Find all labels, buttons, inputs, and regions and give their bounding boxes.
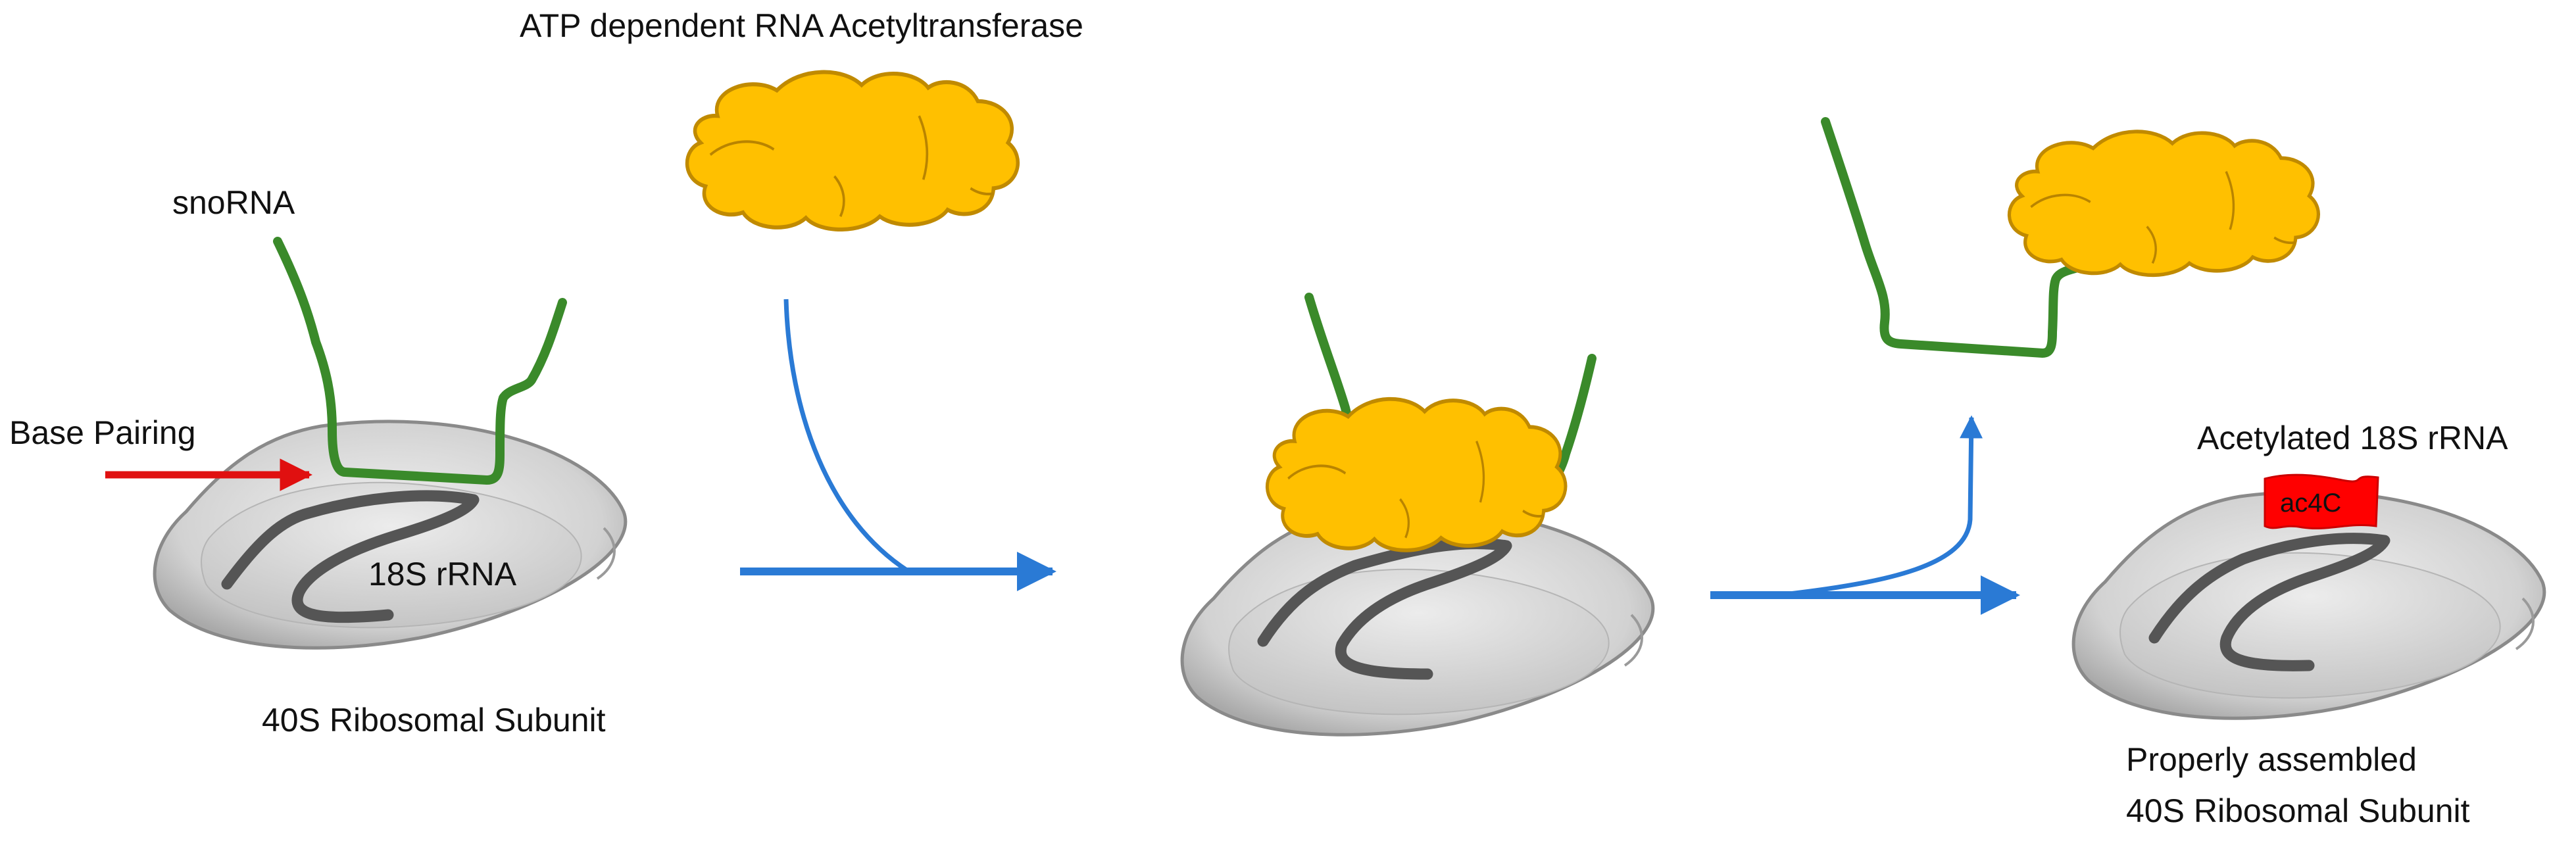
snorna-strand-icon (273, 237, 567, 485)
snorna-label: snoRNA (172, 184, 295, 221)
enzyme-label: ATP dependent RNA Acetyltransferase (520, 7, 1083, 44)
released-complex (1821, 117, 2318, 358)
subunit-label: 40S Ribosomal Subunit (262, 702, 606, 738)
free-enzyme: ATP dependent RNA Acetyltransferase (520, 7, 1083, 230)
panel-2 (1182, 293, 1653, 735)
rrna-18s-strand (221, 490, 480, 623)
acetyltransferase-enzyme-icon (1267, 399, 1566, 550)
enzyme-join-curve (783, 299, 909, 573)
snorna-strand-icon (1821, 117, 2087, 358)
ac4c-modification-tag: ac4C (2264, 473, 2379, 530)
release-curve (1789, 415, 1983, 596)
flow-arrow-icon (740, 299, 1056, 591)
acetyltransferase-enzyme-icon (2009, 132, 2318, 275)
rrna-18s-strand (2148, 533, 2390, 671)
acetyltransferase-enzyme-icon (687, 72, 1018, 230)
assembled-label-line2: 40S Ribosomal Subunit (2126, 792, 2470, 829)
rrna-18s-strand (1257, 538, 1512, 680)
flow-arrow-icon (1710, 415, 2020, 615)
panel-3: ac4C Acetylated 18S rRNA Properly assemb… (2073, 420, 2544, 829)
ac4c-label: ac4C (2280, 489, 2341, 518)
acetylated-label: Acetylated 18S rRNA (2197, 420, 2508, 456)
rrna-label: 18S rRNA (368, 556, 517, 593)
base-pairing-label: Base Pairing (9, 414, 196, 451)
panel-1: snoRNA Base Pairing 18S rRNA 40S Ribosom… (9, 184, 626, 738)
assembled-label-line1: Properly assembled (2126, 741, 2417, 778)
